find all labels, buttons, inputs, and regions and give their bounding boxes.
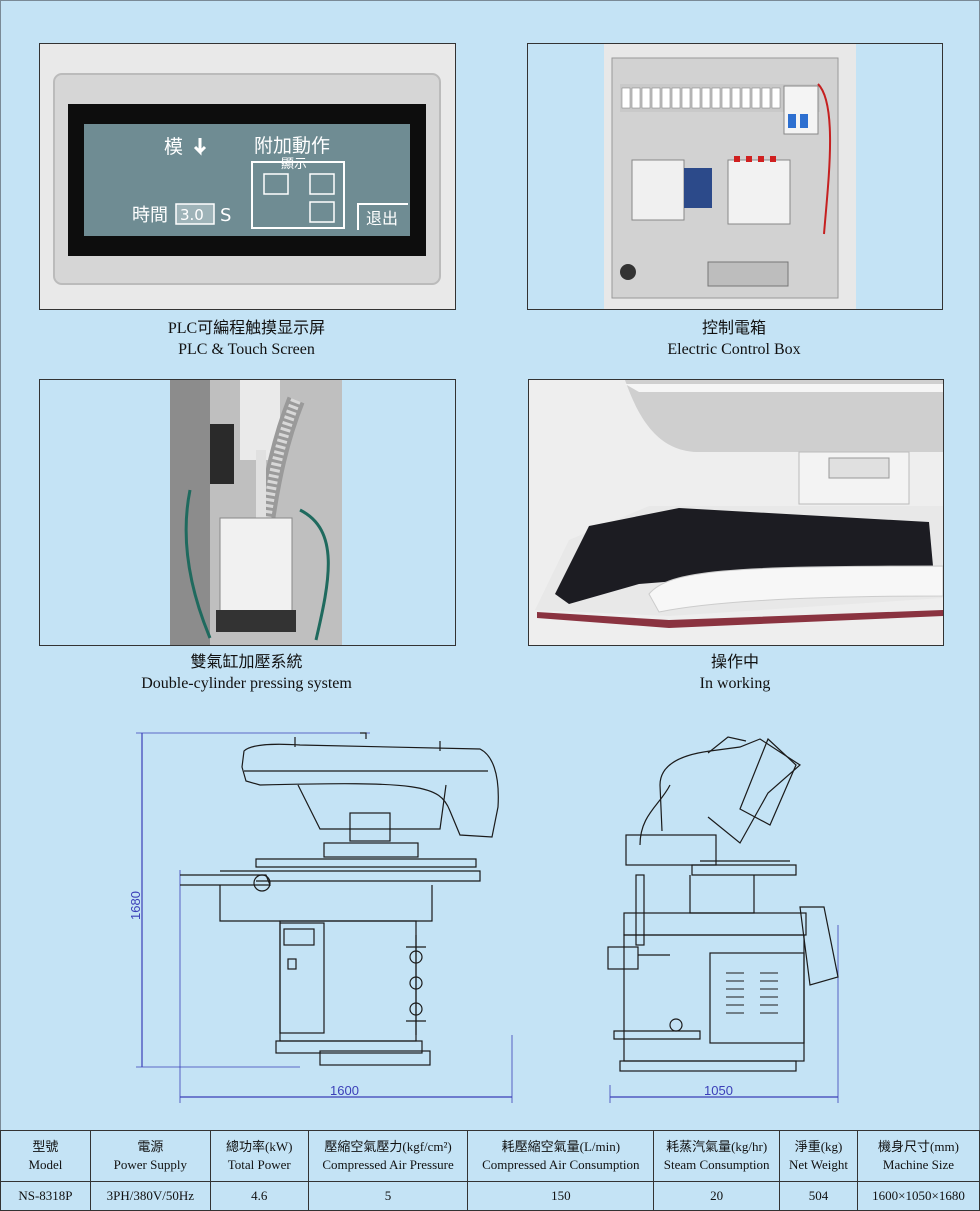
spec-cell-total-power: 4.6 xyxy=(209,1181,309,1211)
caption-plc-cn: PLC可編程触摸显示屏 xyxy=(167,320,326,337)
screen-extra-label: 附加動作 xyxy=(254,135,330,157)
photo-electric-control-box xyxy=(527,43,943,310)
caption-control-box: 控制電箱 Electric Control Box xyxy=(527,318,941,360)
photo-in-working xyxy=(528,379,944,646)
caption-in-working: 操作中 In working xyxy=(528,652,942,694)
spec-header-net-weight: 淨重(kg)Net Weight xyxy=(779,1130,858,1182)
height-dimension: 1680 xyxy=(128,891,143,920)
depth-dimension: 1050 xyxy=(704,1083,733,1098)
caption-plc-en: PLC & Touch Screen xyxy=(178,341,315,358)
width-dimension: 1600 xyxy=(330,1083,359,1098)
spec-header-total-power: 總功率(kW)Total Power xyxy=(209,1130,309,1182)
photo-double-cylinder xyxy=(39,379,456,646)
caption-plc: PLC可編程触摸显示屏 PLC & Touch Screen xyxy=(39,318,454,360)
spec-cell-model: NS-8318P xyxy=(0,1181,91,1211)
screen-time-label: 時間 xyxy=(132,205,168,226)
spec-cell-air-consumption: 150 xyxy=(467,1181,655,1211)
spec-cell-net-weight: 504 xyxy=(779,1181,858,1211)
screen-time-value: 3.0 xyxy=(180,206,204,224)
spec-header-air-pressure: 壓縮空氣壓力(kgf/cm²)Compressed Air Pressure xyxy=(307,1130,469,1182)
spec-data-row: NS-8318P 3PH/380V/50Hz 4.6 5 150 20 504 … xyxy=(0,1181,980,1211)
spec-cell-power-supply: 3PH/380V/50Hz xyxy=(89,1181,211,1211)
caption-in-working-en: In working xyxy=(699,675,771,692)
spec-header-machine-size: 機身尺寸(mm)Machine Size xyxy=(856,1130,980,1182)
screen-exit-button: 退出 xyxy=(366,209,398,228)
caption-double-cylinder-en: Double-cylinder pressing system xyxy=(141,675,352,692)
caption-double-cylinder-cn: 雙氣缸加壓系統 xyxy=(190,654,303,671)
screen-mold-label: 模 xyxy=(164,136,183,158)
caption-control-box-en: Electric Control Box xyxy=(667,341,801,358)
spec-cell-steam-consumption: 20 xyxy=(653,1181,781,1211)
spec-cell-machine-size: 1600×1050×1680 xyxy=(856,1181,980,1211)
caption-double-cylinder: 雙氣缸加壓系統 Double-cylinder pressing system xyxy=(39,652,454,694)
photo-plc-touch-screen: 模 附加動作 顯示 時間 3.0 S 退出 xyxy=(39,43,456,310)
spec-header-air-consumption: 耗壓縮空氣量(L/min)Compressed Air Consumption xyxy=(467,1130,655,1182)
caption-in-working-cn: 操作中 xyxy=(710,654,759,671)
screen-display-label: 顯示 xyxy=(281,157,307,172)
drawing-front-view: 1680 1600 xyxy=(128,732,513,1103)
spec-cell-air-pressure: 5 xyxy=(307,1181,469,1211)
screen-time-unit: S xyxy=(220,205,231,226)
spec-header-steam-consumption: 耗蒸汽氣量(kg/hr)Steam Consumption xyxy=(653,1130,781,1182)
drawing-side-view: 1050 xyxy=(607,736,839,1103)
caption-control-box-cn: 控制電箱 xyxy=(701,320,766,337)
